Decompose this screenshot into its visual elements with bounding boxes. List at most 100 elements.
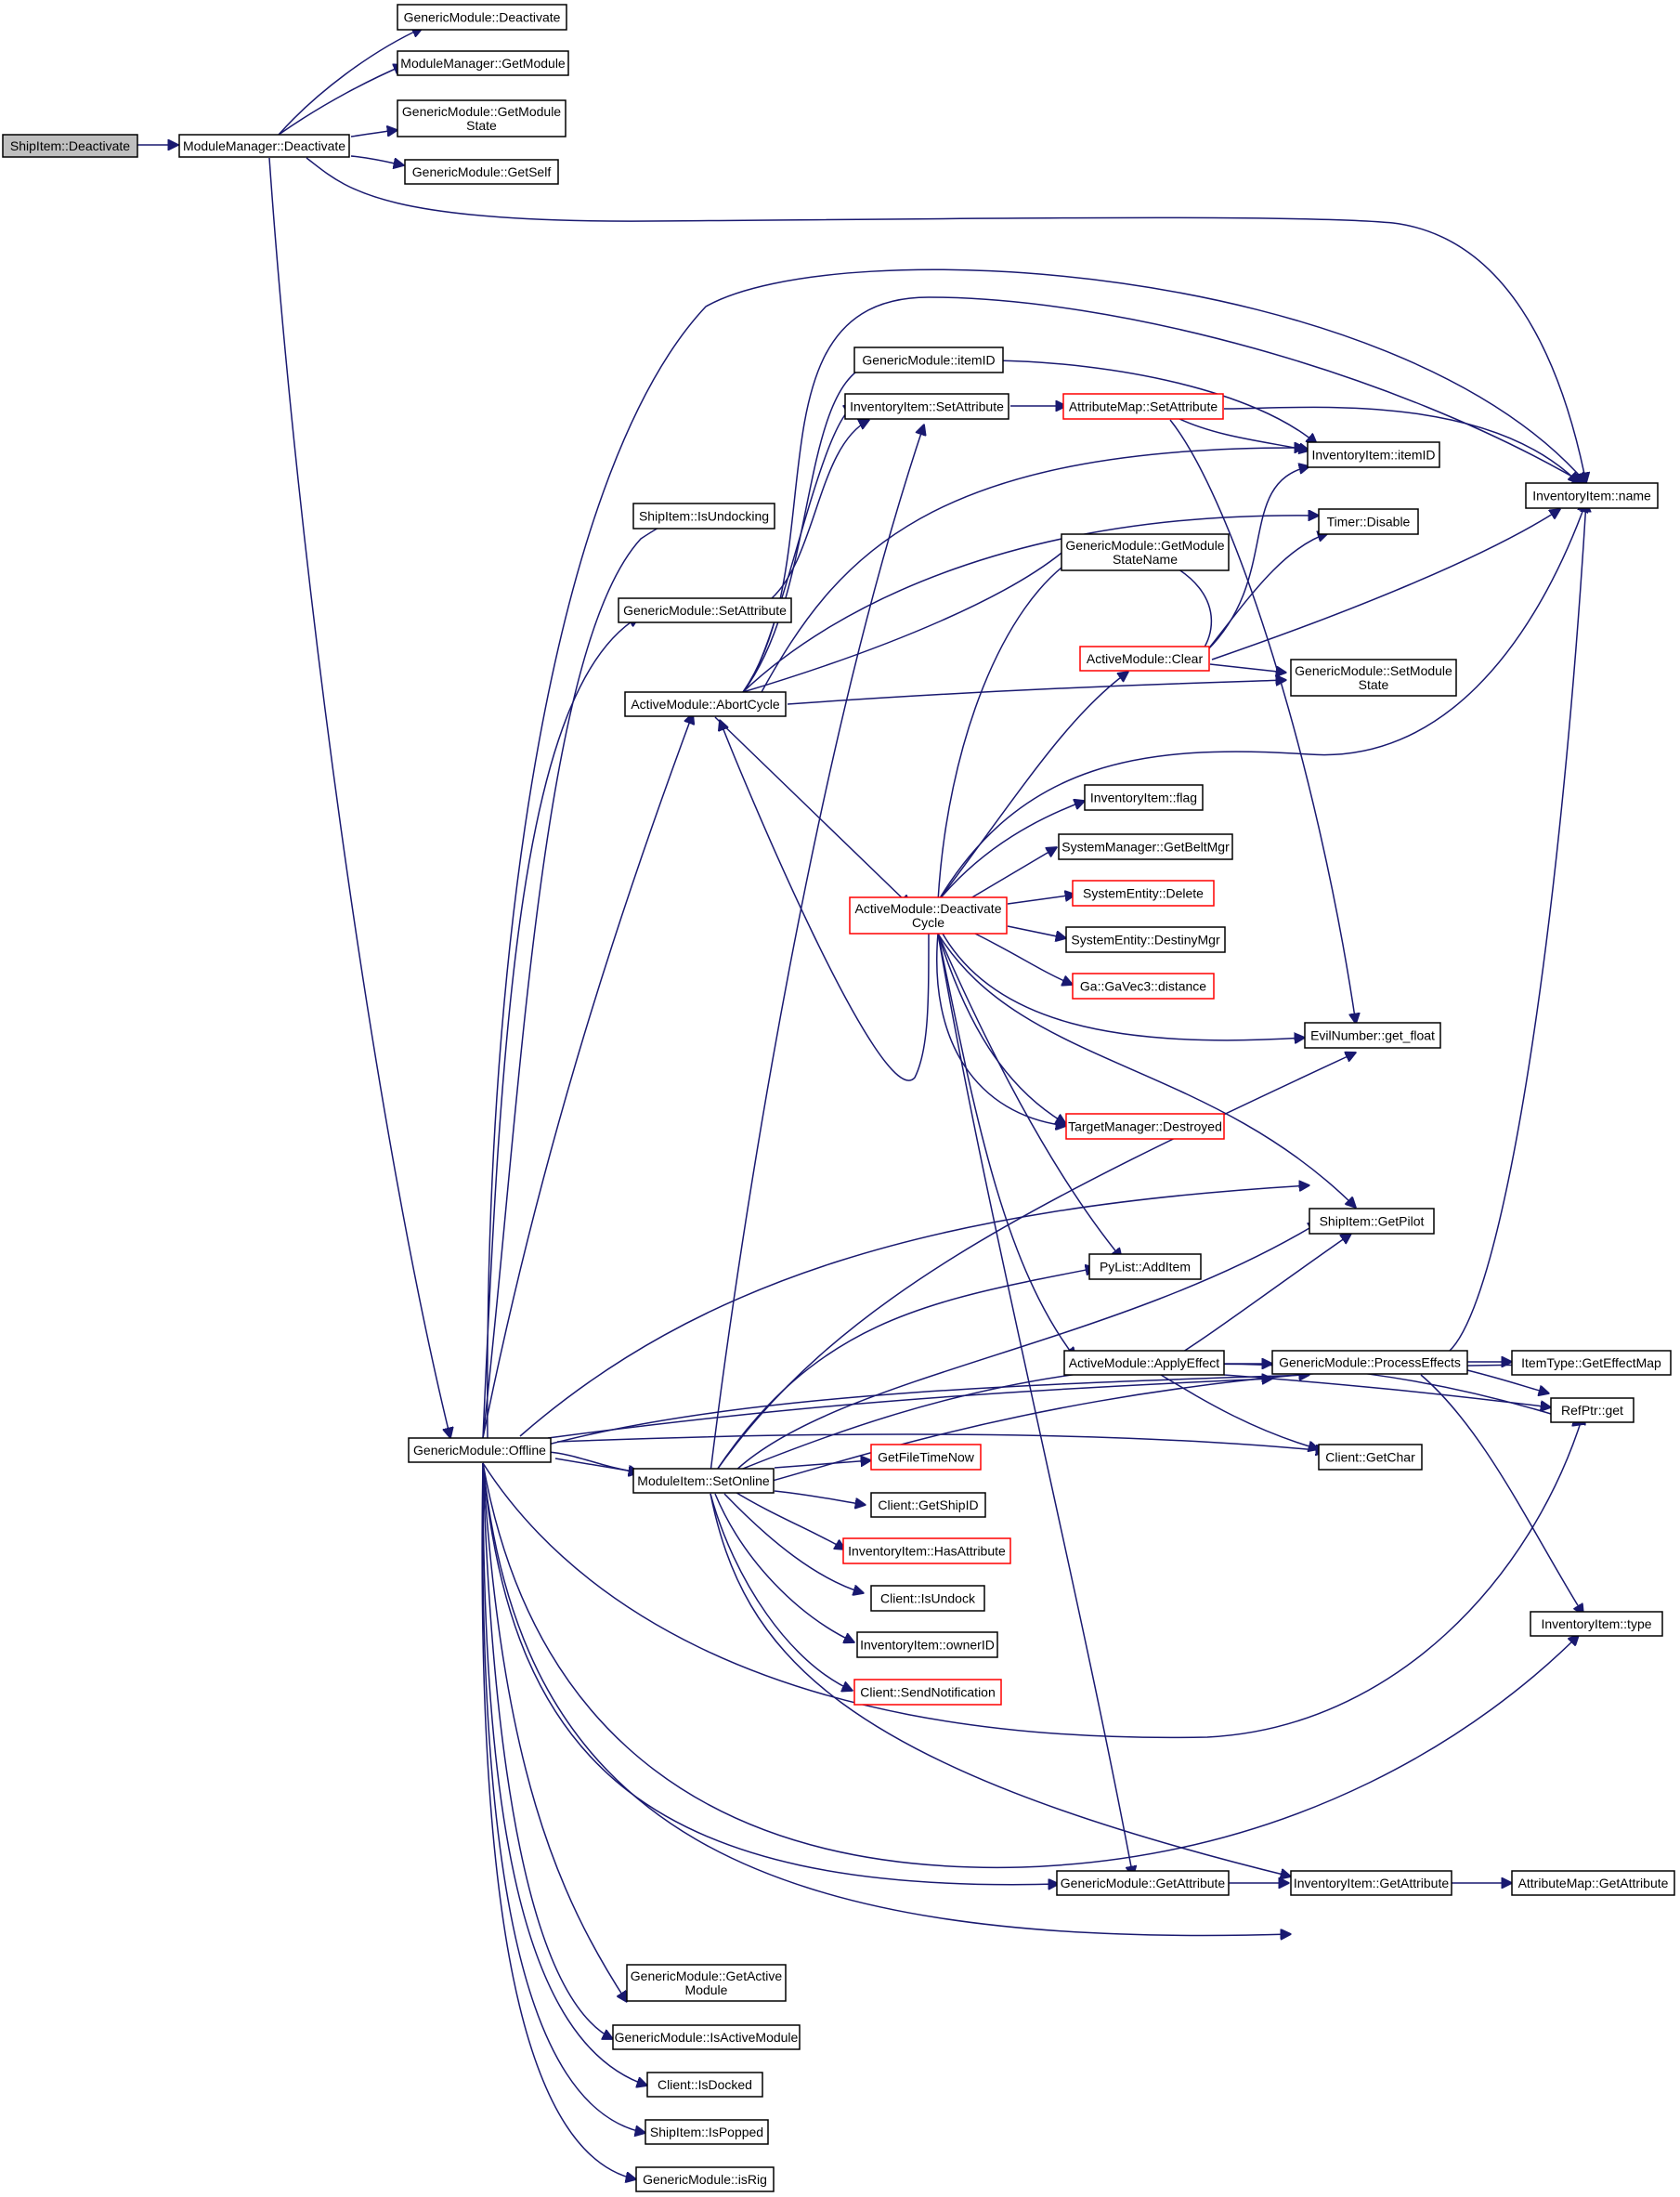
node-gm-offline[interactable]: GenericModule::Offline xyxy=(408,1437,552,1463)
edge xyxy=(742,364,869,693)
edge xyxy=(942,933,1305,1040)
node-label: EvilNumber::get_float xyxy=(1310,1028,1435,1043)
node-label: ActiveModule::Deactivate xyxy=(855,901,1002,916)
node-ii-itemid[interactable]: InventoryItem::itemID xyxy=(1307,441,1440,468)
node-box xyxy=(1088,1253,1202,1280)
node-amap-getattr[interactable]: AttributeMap::GetAttribute xyxy=(1511,1870,1675,1896)
node-client-isundock[interactable]: Client::IsUndock xyxy=(870,1585,985,1612)
edge xyxy=(774,1490,866,1505)
edge xyxy=(1169,419,1356,1024)
edge xyxy=(350,130,397,137)
node-label: Cycle xyxy=(912,915,944,930)
call-edges xyxy=(137,28,1586,2179)
node-si-isundocking[interactable]: ShipItem::IsUndocking xyxy=(632,503,775,530)
node-pl-additem[interactable]: PyList::AddItem xyxy=(1088,1253,1202,1280)
node-getfiletimenow[interactable]: GetFileTimeNow xyxy=(870,1444,982,1471)
edge xyxy=(268,157,450,1438)
edge xyxy=(1206,466,1309,651)
node-box xyxy=(1307,441,1440,468)
node-gm-isrig[interactable]: GenericModule::isRig xyxy=(635,2166,775,2192)
node-box xyxy=(870,1585,985,1612)
node-ii-setattr[interactable]: InventoryItem::SetAttribute xyxy=(844,393,1009,420)
edge xyxy=(1160,1374,1319,1449)
node-ii-hasattr[interactable]: InventoryItem::HasAttribute xyxy=(842,1537,1011,1564)
node-client-getshipid[interactable]: Client::GetShipID xyxy=(870,1492,986,1518)
node-si-ispopped[interactable]: ShipItem::IsPopped xyxy=(645,2119,769,2145)
node-label: InventoryItem::SetAttribute xyxy=(850,399,1004,414)
node-sm-getbeltmgr[interactable]: SystemManager::GetBeltMgr xyxy=(1058,833,1233,860)
node-am-setattr[interactable]: AttributeMap::SetAttribute xyxy=(1062,393,1224,420)
edge xyxy=(1223,1374,1551,1407)
edge xyxy=(937,933,1356,1208)
node-gm-isactivemod[interactable]: GenericModule::IsActiveModule xyxy=(612,2024,801,2050)
node-tm-destroyed[interactable]: TargetManager::Destroyed xyxy=(1065,1113,1225,1140)
node-client-sendnotif[interactable]: Client::SendNotification xyxy=(853,1679,1002,1706)
node-label: SystemManager::GetBeltMgr xyxy=(1061,840,1230,855)
node-am-clear[interactable]: ActiveModule::Clear xyxy=(1079,646,1210,672)
node-box xyxy=(1072,880,1215,907)
node-am-applyeffect[interactable]: ActiveModule::ApplyEffect xyxy=(1063,1350,1225,1376)
node-box xyxy=(842,1537,1011,1564)
edge xyxy=(1466,1369,1549,1393)
node-se-destinymgr[interactable]: SystemEntity::DestinyMgr xyxy=(1065,926,1226,953)
node-am-abortcycle[interactable]: ActiveModule::AbortCycle xyxy=(624,691,787,717)
node-ii-name[interactable]: InventoryItem::name xyxy=(1525,482,1659,509)
node-box xyxy=(1065,926,1226,953)
node-client-getchar[interactable]: Client::GetChar xyxy=(1318,1444,1423,1471)
node-ii-getattr[interactable]: InventoryItem::GetAttribute xyxy=(1290,1870,1452,1896)
edge xyxy=(1211,509,1560,660)
node-box xyxy=(849,896,1008,935)
node-gm-deact[interactable]: GenericModule::Deactivate xyxy=(397,4,567,31)
edge xyxy=(742,539,1077,693)
node-mi-setonline[interactable]: ModuleItem::SetOnline xyxy=(632,1468,775,1494)
node-box xyxy=(632,1468,775,1494)
node-en-getfloat[interactable]: EvilNumber::get_float xyxy=(1304,1022,1441,1049)
edge xyxy=(770,420,869,600)
node-box xyxy=(1063,1350,1225,1376)
node-box xyxy=(397,4,567,31)
node-label: GenericModule::GetActive xyxy=(631,1968,783,1983)
node-mm-deact[interactable]: ModuleManager::Deactivate xyxy=(178,134,350,158)
edge xyxy=(936,933,1066,1126)
node-box xyxy=(853,347,1004,373)
node-refptr-get[interactable]: RefPtr::get xyxy=(1550,1397,1634,1423)
node-gm-processeffects[interactable]: GenericModule::ProcessEffects xyxy=(1271,1350,1468,1375)
node-ii-ownerid[interactable]: InventoryItem::ownerID xyxy=(856,1631,998,1658)
node-timer-disable[interactable]: Timer::Disable xyxy=(1318,508,1419,535)
edge xyxy=(742,516,1319,693)
node-gm-getattr[interactable]: GenericModule::GetAttribute xyxy=(1056,1870,1230,1896)
node-gm-getself[interactable]: GenericModule::GetSelf xyxy=(404,159,559,185)
node-client-isdocked[interactable]: Client::IsDocked xyxy=(646,2072,763,2098)
edge xyxy=(482,1414,1583,1739)
node-se-delete[interactable]: SystemEntity::Delete xyxy=(1072,880,1215,907)
node-label: GenericModule::GetSelf xyxy=(412,164,552,179)
edge xyxy=(787,680,1286,705)
node-ii-type[interactable]: InventoryItem::type xyxy=(1530,1611,1663,1637)
edge xyxy=(937,933,1075,1358)
edge xyxy=(937,933,1133,1877)
node-it-geteffectmap[interactable]: ItemType::GetEffectMap xyxy=(1511,1350,1672,1376)
node-root[interactable]: ShipItem::Deactivate xyxy=(2,134,138,158)
edge xyxy=(733,1223,1319,1473)
node-ii-flag[interactable]: InventoryItem::flag xyxy=(1084,784,1204,811)
node-ga-distance[interactable]: Ga::GaVec3::distance xyxy=(1072,973,1215,1000)
edge xyxy=(1007,895,1075,905)
edge xyxy=(761,448,1305,693)
node-box xyxy=(844,393,1009,420)
edge xyxy=(482,1462,627,2002)
node-mm-getmod[interactable]: ModuleManager::GetModule xyxy=(397,50,569,76)
node-si-getpilot[interactable]: ShipItem::GetPilot xyxy=(1309,1208,1435,1235)
edge xyxy=(481,1462,645,2133)
node-box xyxy=(1065,1113,1225,1140)
node-gm-itemid[interactable]: GenericModule::itemID xyxy=(853,347,1004,373)
node-label: StateName xyxy=(1113,552,1178,567)
node-box xyxy=(635,2166,775,2192)
node-gm-setattr[interactable]: GenericModule::SetAttribute xyxy=(618,597,792,623)
edge xyxy=(1177,417,1309,451)
edge xyxy=(714,1493,854,1642)
